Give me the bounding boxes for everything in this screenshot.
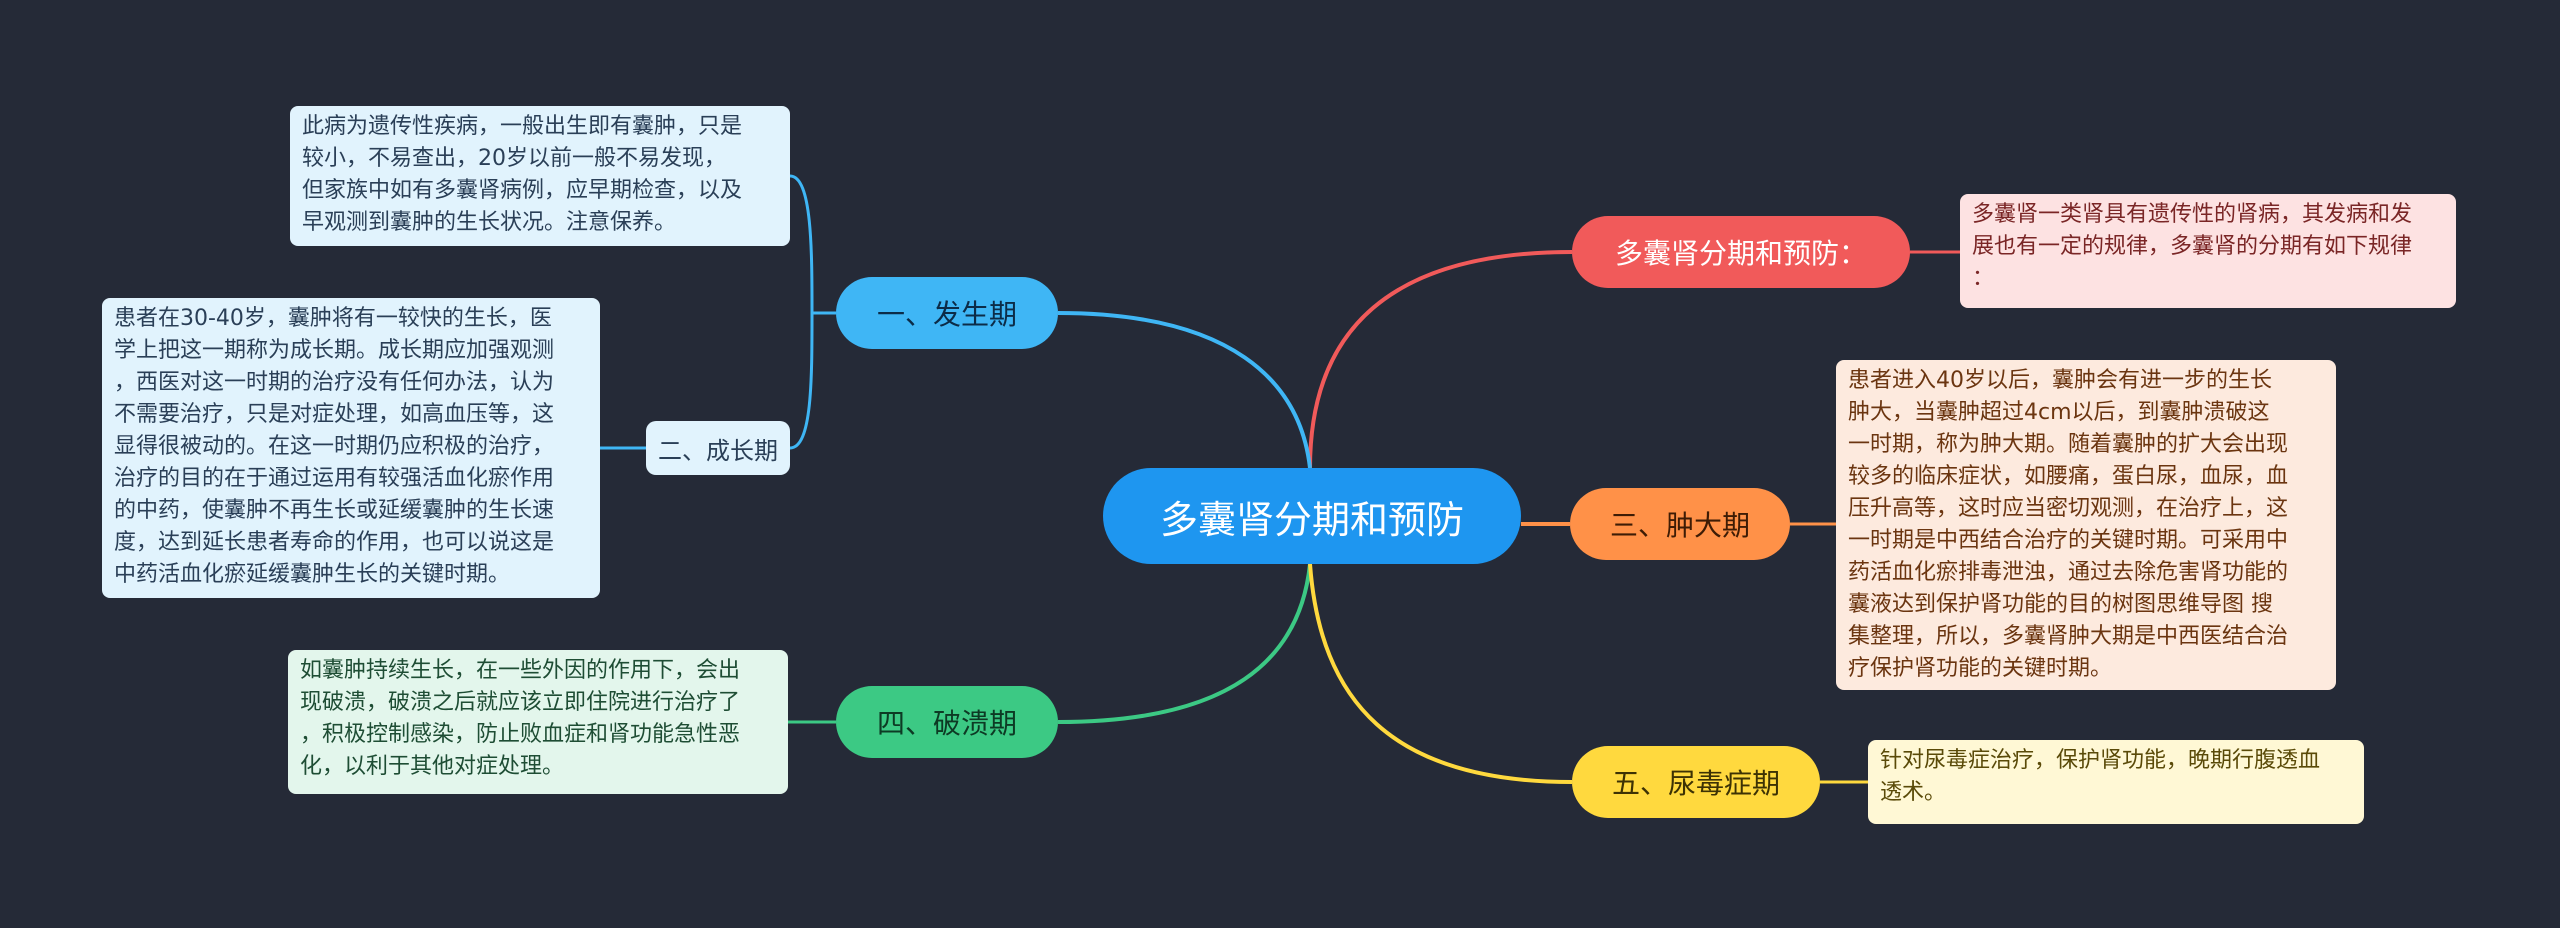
- note-stage2: 患者在30-40岁，囊肿将有一较快的生长，医 学上把这一期称为成长期。成长期应加…: [102, 298, 600, 598]
- branch-stage1[interactable]: 一、发生期: [836, 277, 1058, 349]
- connector-root-stage4: [1057, 563, 1312, 724]
- note-stage3: 患者进入40岁以后，囊肿会有进一步的生长 肿大，当囊肿超过4cm以后，到囊肿溃破…: [1836, 360, 2336, 690]
- connector-stage1-note: [789, 174, 836, 315]
- note-intro: 多囊肾一类肾具有遗传性的肾病，其发病和发 展也有一定的规律，多囊肾的分期有如下规…: [1960, 194, 2456, 308]
- branch-stage2[interactable]: 二、成长期: [646, 421, 790, 475]
- note-stage4: 如囊肿持续生长，在一些外因的作用下，会出 现破溃，破溃之后就应该立即住院进行治疗…: [288, 650, 788, 794]
- branch-stage3[interactable]: 三、肿大期: [1570, 488, 1790, 560]
- branch-intro[interactable]: 多囊肾分期和预防：: [1572, 216, 1910, 288]
- note-stage1: 此病为遗传性疾病，一般出生即有囊肿，只是 较小，不易查出，20岁以前一般不易发现…: [290, 106, 790, 246]
- connector-root-stage5: [1308, 563, 1573, 784]
- root-node[interactable]: 多囊肾分期和预防: [1103, 468, 1521, 564]
- note-stage5: 针对尿毒症治疗，保护肾功能，晚期行腹透血 透术。: [1868, 740, 2364, 824]
- connector-root-intro: [1308, 250, 1573, 469]
- branch-stage4[interactable]: 四、破溃期: [836, 686, 1058, 758]
- connector-root-stage1: [1057, 311, 1312, 469]
- branch-stage5[interactable]: 五、尿毒症期: [1572, 746, 1820, 818]
- connector-stage1-stage2: [789, 311, 836, 450]
